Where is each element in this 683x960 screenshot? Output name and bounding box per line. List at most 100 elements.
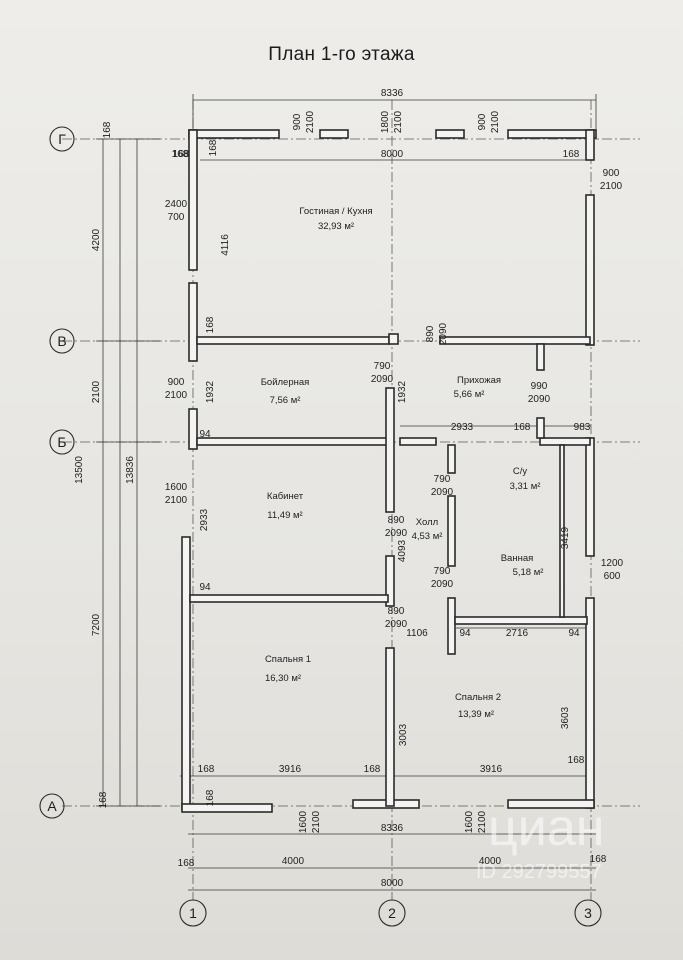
dim-left-13500: 13500 xyxy=(74,456,85,484)
dim-window-1600: 1600 xyxy=(165,482,188,493)
svg-text:2: 2 xyxy=(388,905,396,921)
dim-v-1600-bottom: 1600 xyxy=(298,810,309,833)
wall-bottom-3 xyxy=(507,799,595,809)
dim-v-4116: 4116 xyxy=(220,234,231,256)
dim-bath-94-right: 94 xyxy=(568,628,580,639)
dim-v-2100-bottom: 2100 xyxy=(311,810,322,833)
wall-central-1 xyxy=(385,387,395,513)
dim-window-2400: 2400 xyxy=(165,199,188,210)
svg-text:3: 3 xyxy=(584,905,592,921)
dim-bottom-total: 8000 xyxy=(381,878,404,889)
wall-hall-1 xyxy=(447,444,456,474)
dim-left-2100: 2100 xyxy=(91,380,102,403)
dim-left-4200: 4200 xyxy=(91,228,102,251)
dim-left-168-bottom: 168 xyxy=(98,791,109,808)
axis-marker-b: Б xyxy=(49,429,75,455)
dim-left-168-top: 168 xyxy=(102,121,113,138)
room-bedroom1-area: 16,30 м² xyxy=(265,673,301,684)
wall-left-2 xyxy=(188,282,198,362)
dim-wall-168-a: 168 xyxy=(198,764,215,775)
wall-bath-bottom xyxy=(454,616,588,625)
dim-top-left-168: 168 xyxy=(172,149,189,160)
dim-door-790: 790 xyxy=(374,361,391,372)
wall-right-1 xyxy=(585,129,595,161)
dim-window-2100-r: 2100 xyxy=(600,181,623,192)
room-office-area: 11,49 м² xyxy=(267,510,302,521)
room-bedroom2-name: Спальня 2 xyxy=(455,692,501,703)
dim-v-1600-bottom-b: 1600 xyxy=(464,810,475,833)
dim-boiler-94: 94 xyxy=(199,429,211,440)
dim-top-inner: 8000 xyxy=(381,149,404,160)
wall-right-3 xyxy=(585,437,595,557)
dim-top-total: 8336 xyxy=(381,88,404,99)
dim-window-700: 700 xyxy=(168,212,185,223)
wall-stub-2 xyxy=(536,417,545,439)
dim-corner-168: 168 xyxy=(173,149,190,160)
dim-v-2090: 2090 xyxy=(438,322,449,345)
dim-v-1800-top: 1800 xyxy=(380,110,391,133)
room-boiler-name: Бойлерная xyxy=(261,377,310,388)
wall-row-b-left xyxy=(196,437,390,446)
room-wc-name: С/у xyxy=(513,466,528,477)
dim-bath-width: 2716 xyxy=(506,628,529,639)
dim-wall-168-b: 168 xyxy=(364,764,381,775)
watermark-id: ID 292799557 xyxy=(476,861,602,883)
wall-column xyxy=(388,333,399,345)
dim-v-2100-top: 2100 xyxy=(305,110,316,133)
dim-v-890: 890 xyxy=(425,325,436,342)
dim-left-7200: 7200 xyxy=(91,613,102,636)
dim-window-600: 600 xyxy=(604,571,621,582)
dim-wall-168-c: 168 xyxy=(568,755,585,766)
walls xyxy=(181,129,597,813)
dim-door-2090-f: 2090 xyxy=(385,619,408,630)
grid-lines xyxy=(62,100,640,900)
dim-bath-94-left: 94 xyxy=(459,628,471,639)
dim-window-900-r: 900 xyxy=(603,168,620,179)
axis-marker-3: 3 xyxy=(574,899,602,927)
dim-window-2100: 2100 xyxy=(165,390,188,401)
dim-door-2090-c: 2090 xyxy=(431,487,454,498)
axis-marker-v: В xyxy=(49,328,75,354)
wall-right-2 xyxy=(585,194,595,346)
wall-top-2 xyxy=(319,129,349,139)
dim-hallway-width: 2933 xyxy=(451,422,474,433)
dim-v-2100-top-c: 2100 xyxy=(490,110,501,133)
room-bath-area: 5,18 м² xyxy=(513,567,544,578)
dim-bottom-right: 4000 xyxy=(479,856,502,867)
dim-v-168-a: 168 xyxy=(208,139,219,156)
axis-marker-1: 1 xyxy=(179,899,207,927)
dim-window-2100-b: 2100 xyxy=(165,495,188,506)
room-living-name: Гостиная / Кухня xyxy=(299,206,372,217)
room-office-name: Кабинет xyxy=(267,491,304,502)
wall-central-2 xyxy=(385,555,395,607)
wall-central-3 xyxy=(385,647,395,807)
wall-hall-2 xyxy=(447,495,456,567)
dim-v-168-b: 168 xyxy=(205,316,216,333)
dim-bottom-168-left: 168 xyxy=(178,858,195,869)
dim-v-4093: 4093 xyxy=(397,539,408,562)
dimension-texts: 8336 8000 168 168 8336 4000 4000 8000 16… xyxy=(74,88,624,889)
svg-text:1: 1 xyxy=(189,905,197,921)
dim-bottom-left: 4000 xyxy=(282,856,305,867)
dim-v-2100-bottom-b: 2100 xyxy=(477,810,488,833)
room-boiler-area: 7,56 м² xyxy=(270,395,301,406)
dim-bottom-inner: 8336 xyxy=(381,823,404,834)
dim-v-900-top: 900 xyxy=(292,113,303,130)
wall-left-1 xyxy=(188,129,198,271)
wall-row-v-right xyxy=(439,336,591,345)
room-hall-name: Холл xyxy=(416,517,438,528)
dim-window-1200: 1200 xyxy=(601,558,624,569)
svg-text:Б: Б xyxy=(57,434,66,450)
dim-v-168-c: 168 xyxy=(205,789,216,806)
wall-top-3 xyxy=(435,129,465,139)
dim-v-900-top-b: 900 xyxy=(477,113,488,130)
wall-top-4 xyxy=(507,129,597,139)
room-bedroom2-area: 13,39 м² xyxy=(458,709,494,720)
wall-top-1 xyxy=(188,129,280,139)
dim-v-3419: 3419 xyxy=(560,526,571,549)
dim-door-2090: 2090 xyxy=(371,374,394,385)
wall-kabinet-bottom xyxy=(189,594,389,603)
dim-door-790-b: 790 xyxy=(434,474,451,485)
dim-door-890: 890 xyxy=(388,515,405,526)
dim-hall-1106: 1106 xyxy=(406,628,428,639)
